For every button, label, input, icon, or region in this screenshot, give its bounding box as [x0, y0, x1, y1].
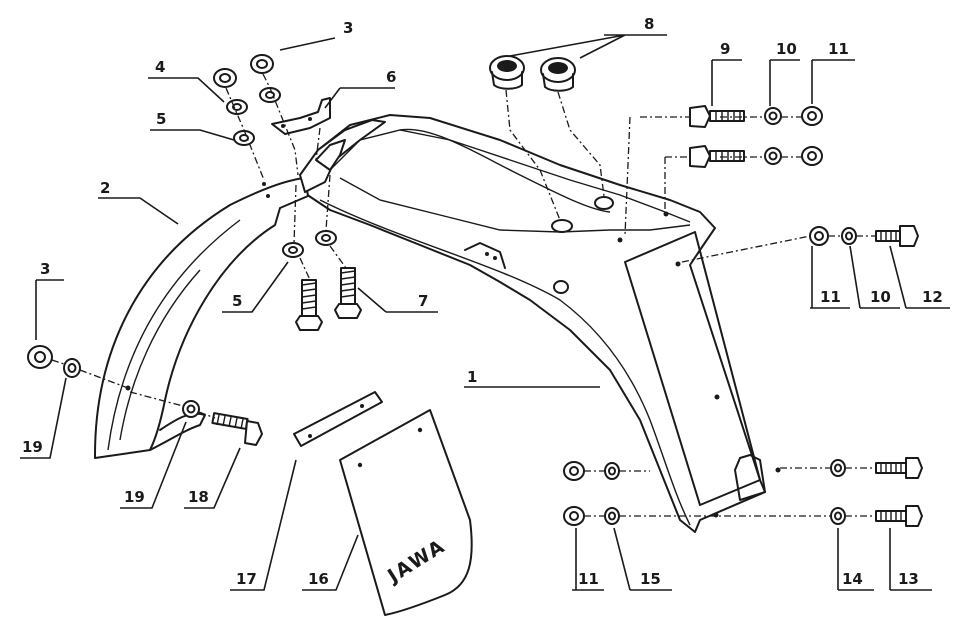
- grommets-part-8: [489, 55, 576, 92]
- bolts-lower-right: [830, 457, 923, 527]
- label-part-4: 4: [155, 58, 165, 76]
- leader-lines: [20, 34, 950, 591]
- bolts-upper-right: [689, 105, 823, 168]
- label-part-19-left: 19: [22, 438, 43, 456]
- label-part-3-top: 3: [343, 19, 353, 37]
- hardware-upper-left: [213, 54, 281, 146]
- alignment-lines: [51, 73, 876, 517]
- label-part-10-mid: 10: [870, 288, 891, 306]
- label-part-9: 9: [720, 40, 730, 58]
- label-part-13: 13: [898, 570, 919, 588]
- front-fender-part-2: [94, 177, 309, 459]
- label-part-1: 1: [467, 368, 477, 386]
- bracket-part-6: [271, 97, 331, 135]
- nut-washer-left: [27, 345, 81, 378]
- fender-joint-bracket: [299, 119, 386, 193]
- hardware-center-bolts: [282, 230, 362, 331]
- label-part-3-left: 3: [40, 260, 50, 278]
- mudflap-part-16: JAWA: [339, 409, 473, 616]
- label-part-18: 18: [188, 488, 209, 506]
- label-part-8: 8: [644, 15, 654, 33]
- label-part-11-mid: 11: [820, 288, 841, 306]
- label-part-2: 2: [100, 179, 110, 197]
- rear-fender-part-1: [299, 114, 781, 533]
- bolts-right-middle: [809, 225, 919, 247]
- label-part-6: 6: [386, 68, 396, 86]
- label-part-10-top: 10: [776, 40, 797, 58]
- bolt-part-18: [182, 400, 263, 446]
- part-numbers: 1 2 3 3 4 5 5 6 7 8 9 10 11 11 10 12 19 …: [22, 15, 943, 588]
- label-part-5-bottom: 5: [232, 292, 242, 310]
- label-part-19-mid: 19: [124, 488, 145, 506]
- label-part-11-bottom: 11: [578, 570, 599, 588]
- label-part-11-top: 11: [828, 40, 849, 58]
- label-part-16: 16: [308, 570, 329, 588]
- label-part-15: 15: [640, 570, 661, 588]
- label-part-14: 14: [842, 570, 863, 588]
- clamp-strip-part-17: [293, 391, 383, 447]
- label-part-7: 7: [418, 292, 428, 310]
- nuts-lower-middle: [563, 461, 620, 526]
- label-part-17: 17: [236, 570, 257, 588]
- label-part-12: 12: [922, 288, 943, 306]
- label-part-5-top: 5: [156, 110, 166, 128]
